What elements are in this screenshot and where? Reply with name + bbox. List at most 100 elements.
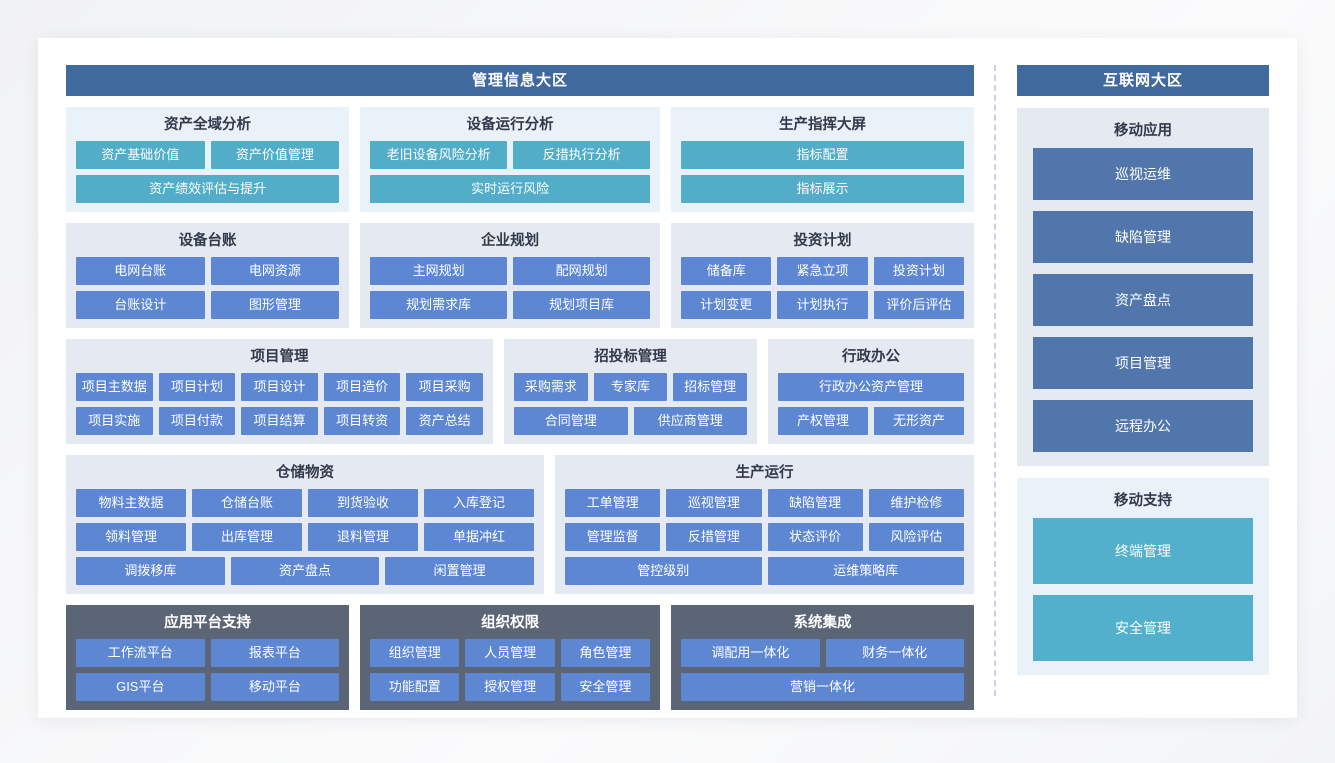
tile[interactable]: 调配用一体化: [681, 639, 820, 667]
tile[interactable]: 专家库: [593, 373, 668, 401]
zone-row-1: 资产全域分析 资产基础价值 资产价值管理 资产绩效评估与提升 设备运行分析 老旧…: [66, 107, 975, 212]
tile[interactable]: 评价后评估: [873, 291, 965, 319]
tile[interactable]: 出库管理: [192, 523, 302, 551]
tile[interactable]: 电网资源: [210, 257, 340, 285]
tile[interactable]: 计划执行: [777, 291, 868, 319]
tile[interactable]: 闲置管理: [385, 557, 535, 585]
panel-title: 招投标管理: [594, 349, 667, 365]
panel-administrative-office: 行政办公 行政办公资产管理 产权管理 无形资产: [768, 339, 974, 444]
tile[interactable]: 项目实施: [76, 407, 153, 435]
tile[interactable]: 计划变更: [681, 291, 772, 319]
panel-title: 设备台账: [178, 233, 237, 249]
tile[interactable]: 采购需求: [514, 373, 588, 401]
panel-project-management: 项目管理 项目主数据 项目计划 项目设计 项目造价 项目采购 项目实施 项目付款…: [66, 339, 493, 444]
tile[interactable]: 营销一体化: [681, 673, 965, 701]
tile[interactable]: 合同管理: [514, 407, 628, 435]
tile[interactable]: 到货验收: [308, 489, 418, 517]
panel-title: 生产运行: [735, 465, 794, 481]
tile[interactable]: 电网台账: [76, 257, 205, 285]
panel-production-command-screen: 生产指挥大屏 指标配置 指标展示: [671, 107, 975, 212]
tile[interactable]: 组织管理: [370, 639, 460, 667]
tile[interactable]: 项目设计: [241, 373, 318, 401]
management-zone-header: 管理信息大区: [66, 65, 974, 96]
tile[interactable]: 图形管理: [210, 291, 340, 319]
tile[interactable]: 工单管理: [565, 489, 661, 517]
tile[interactable]: 人员管理: [465, 639, 555, 667]
tile[interactable]: 风险评估: [868, 523, 964, 551]
tile[interactable]: 工作流平台: [76, 639, 205, 667]
mobile-support-tile[interactable]: 安全管理: [1033, 595, 1253, 661]
tile[interactable]: 项目结算: [241, 407, 318, 435]
mobile-app-tile[interactable]: 巡视运维: [1033, 148, 1253, 200]
tile[interactable]: 指标配置: [681, 141, 965, 169]
mobile-app-tile[interactable]: 缺陷管理: [1033, 211, 1253, 263]
tile[interactable]: 项目付款: [158, 407, 236, 435]
tile[interactable]: 领料管理: [76, 523, 186, 551]
tile[interactable]: 反措管理: [666, 523, 762, 551]
tile[interactable]: 报表平台: [210, 639, 340, 667]
tile[interactable]: 维护检修: [868, 489, 964, 517]
panel-title: 设备运行分析: [466, 117, 554, 133]
tile[interactable]: 状态评价: [767, 523, 863, 551]
tile[interactable]: 调拨移库: [76, 557, 225, 585]
tile[interactable]: 移动平台: [210, 673, 340, 701]
tile[interactable]: 功能配置: [370, 673, 460, 701]
tile[interactable]: 管控级别: [565, 557, 762, 585]
tile[interactable]: 紧急立项: [777, 257, 868, 285]
tile[interactable]: 招标管理: [673, 373, 748, 401]
tile[interactable]: 规划需求库: [370, 291, 508, 319]
tile[interactable]: 规划项目库: [513, 291, 651, 319]
tile[interactable]: 角色管理: [560, 639, 651, 667]
panel-title: 生产指挥大屏: [779, 117, 867, 133]
tile[interactable]: 巡视管理: [666, 489, 762, 517]
tile[interactable]: 配网规划: [513, 257, 651, 285]
tile[interactable]: 资产盘点: [230, 557, 380, 585]
mobile-app-tile[interactable]: 项目管理: [1033, 337, 1253, 389]
panel-equipment-operation-analysis: 设备运行分析 老旧设备风险分析 反措执行分析 实时运行风险: [360, 107, 661, 212]
panel-application-platform-support: 应用平台支持 工作流平台 报表平台 GIS平台 移动平台: [66, 605, 350, 710]
tile-row: 电网台账 电网资源: [76, 257, 340, 285]
mobile-app-tile[interactable]: 资产盘点: [1033, 274, 1253, 326]
tile[interactable]: 无形资产: [874, 407, 964, 435]
tile[interactable]: 产权管理: [778, 407, 868, 435]
tile[interactable]: 供应商管理: [633, 407, 747, 435]
tile[interactable]: 项目转资: [323, 407, 401, 435]
tile[interactable]: 资产总结: [406, 407, 483, 435]
tile[interactable]: 行政办公资产管理: [778, 373, 964, 401]
tile[interactable]: 项目计划: [158, 373, 236, 401]
tile[interactable]: 授权管理: [465, 673, 555, 701]
tile[interactable]: 管理监督: [565, 523, 661, 551]
panel-title: 资产全域分析: [164, 117, 252, 133]
tile[interactable]: 缺陷管理: [767, 489, 863, 517]
tile[interactable]: 指标展示: [681, 175, 965, 203]
tile[interactable]: 运维策略库: [767, 557, 964, 585]
tile[interactable]: 实时运行风险: [370, 175, 651, 203]
tile[interactable]: 老旧设备风险分析: [370, 141, 508, 169]
tile-row: 项目实施 项目付款 项目结算 项目转资 资产总结: [76, 407, 483, 435]
tile[interactable]: 入库登记: [424, 489, 534, 517]
tile[interactable]: 储备库: [681, 257, 772, 285]
tile[interactable]: 仓储台账: [192, 489, 302, 517]
tile[interactable]: 安全管理: [560, 673, 651, 701]
tile-row: 管控级别 运维策略库: [565, 557, 964, 585]
tile-row: 计划变更 计划执行 评价后评估: [681, 291, 965, 319]
tile-row: 项目主数据 项目计划 项目设计 项目造价 项目采购: [76, 373, 483, 401]
tile[interactable]: 单据冲红: [424, 523, 534, 551]
tile[interactable]: 项目造价: [323, 373, 401, 401]
tile[interactable]: 投资计划: [873, 257, 965, 285]
mobile-app-tile[interactable]: 远程办公: [1033, 400, 1253, 452]
mobile-support-tile[interactable]: 终端管理: [1033, 518, 1253, 584]
tile[interactable]: 项目主数据: [76, 373, 153, 401]
tile[interactable]: 项目采购: [406, 373, 483, 401]
tile[interactable]: 退料管理: [308, 523, 418, 551]
tile[interactable]: 物料主数据: [76, 489, 186, 517]
tile[interactable]: GIS平台: [76, 673, 205, 701]
tile[interactable]: 财务一体化: [825, 639, 965, 667]
tile[interactable]: 反措执行分析: [513, 141, 651, 169]
tile[interactable]: 资产价值管理: [210, 141, 340, 169]
tile[interactable]: 资产绩效评估与提升: [76, 175, 340, 203]
tile[interactable]: 台账设计: [76, 291, 205, 319]
tile-row: 功能配置 授权管理 安全管理: [370, 673, 651, 701]
tile[interactable]: 资产基础价值: [76, 141, 205, 169]
tile[interactable]: 主网规划: [370, 257, 508, 285]
